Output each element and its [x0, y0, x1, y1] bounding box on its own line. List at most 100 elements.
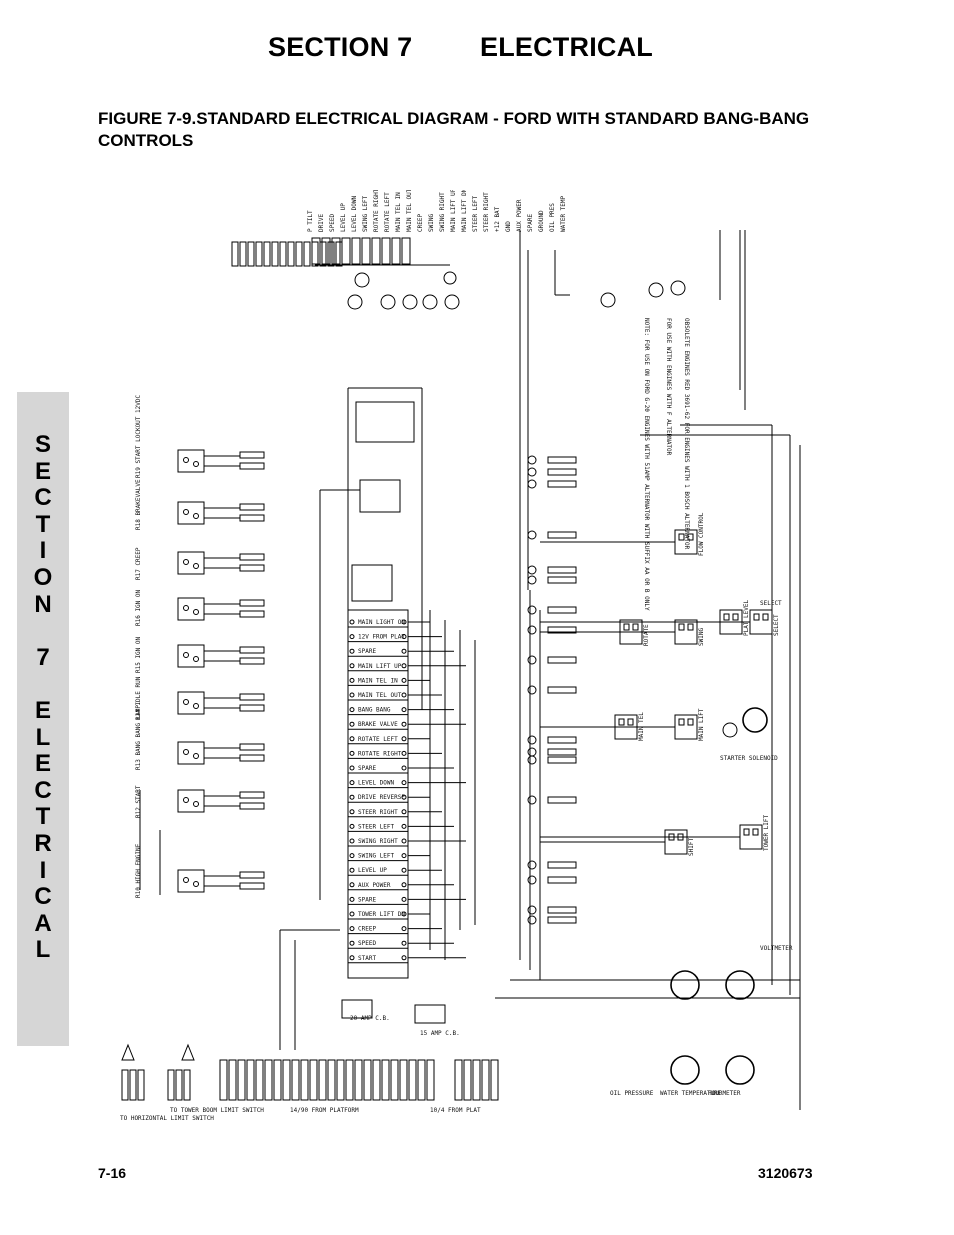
top-wire-label: AUX POWER	[516, 199, 523, 232]
wire-connector	[527, 575, 537, 585]
wire-connector	[527, 795, 537, 805]
strip-screw	[401, 809, 407, 815]
strip-screw	[401, 940, 407, 946]
bottom-plug	[372, 1059, 381, 1101]
bottom-plug	[246, 1059, 255, 1101]
top-wire-label: WATER TEMP	[560, 195, 567, 232]
bottom-plug	[167, 1069, 175, 1101]
side-tab-letter: A	[34, 909, 52, 937]
wire-tag	[547, 576, 577, 584]
top-plug	[295, 241, 303, 267]
strip-screw	[401, 663, 407, 669]
valve-pin	[678, 718, 685, 726]
strip-screw	[401, 707, 407, 713]
valve-block	[674, 619, 698, 645]
relay-box	[177, 789, 205, 813]
wire-tag	[239, 646, 265, 654]
wire-connector	[527, 915, 537, 925]
top-wire-label: SPARE	[527, 214, 534, 232]
top-plug	[327, 241, 335, 267]
section-number: SECTION 7	[268, 32, 413, 62]
relay-label: R15 IGN ON	[135, 636, 142, 673]
document-number: 3120673	[758, 1165, 813, 1181]
bottom-plug	[490, 1059, 499, 1101]
wire-tag	[547, 916, 577, 924]
top-plug	[239, 241, 247, 267]
top-plug	[361, 237, 371, 265]
strip-screw	[349, 823, 355, 829]
top-wire-label: SPEED	[329, 214, 336, 232]
wire-tag	[547, 748, 577, 756]
strip-screw	[349, 750, 355, 756]
wire-connector	[527, 625, 537, 635]
gauge-cluster: STARTER SOLENOID SELECT VOLTMETER HOURME…	[610, 600, 793, 1097]
bottom-plug	[219, 1059, 228, 1101]
select-label: SELECT	[760, 600, 782, 607]
valve-label: SWING	[698, 628, 705, 646]
bottom-plug	[426, 1059, 435, 1101]
wire-tag	[239, 503, 265, 511]
top-plug	[341, 237, 351, 265]
relay-terminal	[183, 797, 189, 803]
strip-screw	[401, 677, 407, 683]
terminal-label: MAIN LIFT UP	[358, 663, 402, 670]
strip-screw	[349, 765, 355, 771]
wire-connector	[527, 905, 537, 915]
bottom-plug	[300, 1059, 309, 1101]
valve-pin	[678, 533, 685, 541]
relay-terminal	[183, 559, 189, 565]
valve-label: FLOW CONTROL	[698, 512, 705, 556]
wire-tag	[547, 566, 577, 574]
cb-20-label: 20 AMP C.B.	[350, 1015, 390, 1022]
valve-block	[739, 824, 763, 850]
wire-tag	[239, 704, 265, 712]
wire-tag	[239, 514, 265, 522]
side-tab-letter: S	[34, 431, 51, 458]
strip-screw	[401, 736, 407, 742]
terminal-label: DRIVE REVERSE	[358, 794, 405, 801]
wire-connector	[527, 875, 537, 885]
strip-screw	[401, 750, 407, 756]
valve-pin	[678, 623, 685, 631]
top-wire-label: DRIVE	[318, 214, 325, 232]
top-plug	[279, 241, 287, 267]
strip-screw	[401, 634, 407, 640]
top-wire-label: +12 BAT	[494, 206, 501, 232]
note-3: OBSOLETE ENGINES RED 3691-62 FOR ENGINES…	[683, 318, 690, 550]
top-plug	[351, 237, 361, 265]
relay-label: R16 IGN ON	[135, 589, 142, 626]
terminal-label: SPARE	[358, 765, 376, 772]
valve-pin	[752, 828, 759, 836]
side-tab-letter: L	[35, 936, 51, 964]
terminal-label: SWING LEFT	[358, 853, 395, 860]
valve-pin	[632, 623, 639, 631]
voltmeter-label: VOLTMETER	[760, 945, 793, 952]
terminal-label: MAIN LIGHT ON	[358, 619, 405, 626]
wire-tag	[239, 791, 265, 799]
relay-terminal	[183, 749, 189, 755]
bottom-plug	[273, 1059, 282, 1101]
strip-screw	[349, 940, 355, 946]
top-wire-label: SWING RIGHT	[439, 192, 446, 232]
bottom-plug	[463, 1059, 472, 1101]
terminal-label: STEER RIGHT	[358, 809, 398, 816]
terminal-label: BRAKE VALVE	[358, 721, 398, 728]
bottom-plug	[175, 1069, 183, 1101]
side-tab-letter: O	[33, 563, 53, 591]
terminal-label: STEER LEFT	[358, 823, 395, 830]
top-plug	[381, 237, 391, 265]
side-tab-letter: C	[34, 484, 52, 512]
terminal-label: LEVEL UP	[358, 867, 387, 874]
side-tab-letter: C	[34, 776, 52, 804]
valve-pin	[618, 718, 625, 726]
wire-tag	[239, 871, 265, 879]
strip-screw	[401, 648, 407, 654]
valve-block	[749, 609, 773, 635]
top-plug	[231, 241, 239, 267]
top-wire-label: MAIN TEL IN	[395, 192, 402, 232]
terminal-label: CREEP	[358, 926, 376, 933]
side-tab-letter: R	[34, 829, 52, 857]
wire-tag	[547, 796, 577, 804]
top-plug	[335, 241, 343, 267]
